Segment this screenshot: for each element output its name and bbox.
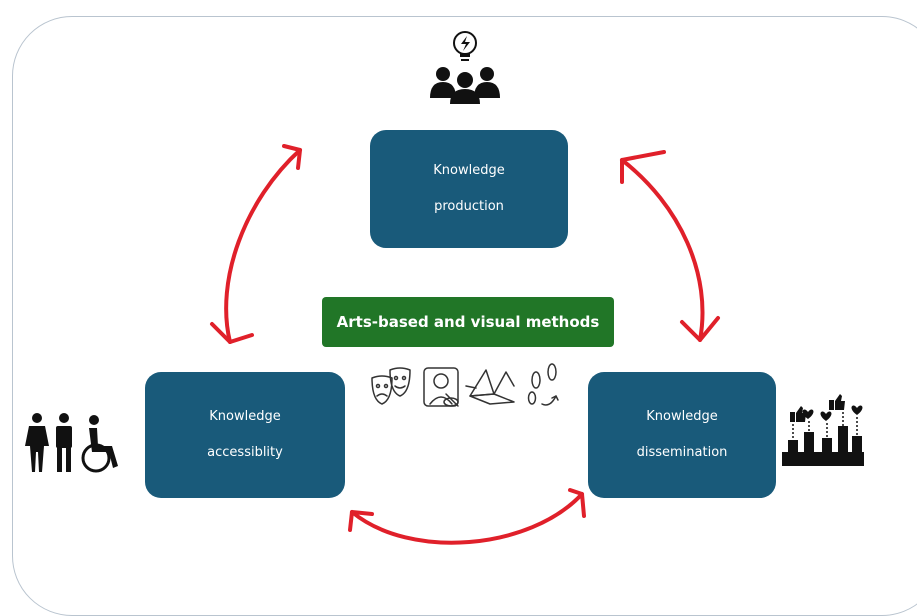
arrow-production-accessibility — [224, 148, 302, 344]
knowledge-accessibility-line1: Knowledge — [209, 409, 281, 424]
people-with-lightbulb-icon — [430, 31, 500, 104]
knowledge-production-box: Knowledge production — [370, 130, 568, 248]
methods-icons — [371, 363, 559, 407]
portrait-drawing-icon — [423, 367, 459, 407]
arrowhead-bottom-right — [680, 316, 720, 342]
knowledge-accessibility-box: Knowledge accessiblity — [145, 372, 345, 498]
knowledge-accessibility-line2: accessiblity — [207, 445, 283, 460]
knowledge-dissemination-line2: dissemination — [636, 445, 728, 460]
people-accessibility-icon — [25, 413, 118, 473]
likes-bar-chart-icon — [782, 394, 864, 466]
theatre-masks-icon — [371, 367, 411, 405]
arrowhead-bottom-left — [210, 322, 254, 344]
footprints-icon — [527, 363, 559, 406]
arts-based-methods-banner: Arts-based and visual methods — [322, 297, 614, 347]
knowledge-production-line1: Knowledge — [433, 163, 505, 178]
arrowhead-bottom-left2 — [348, 510, 374, 532]
arrowhead-top-left — [282, 144, 302, 170]
cycle-arrows — [210, 144, 720, 545]
knowledge-production-line2: production — [434, 199, 504, 214]
knowledge-dissemination-line1: Knowledge — [646, 409, 718, 424]
origami-crane-icon — [465, 369, 515, 405]
arrowhead-bottom-right2 — [568, 488, 586, 518]
arrowhead-top-right — [620, 150, 666, 184]
arrow-accessibility-dissemination — [350, 492, 584, 545]
diagram-canvas: Knowledge production Knowledge accessibl… — [12, 16, 917, 616]
arrow-production-dissemination — [620, 158, 705, 342]
knowledge-dissemination-box: Knowledge dissemination — [588, 372, 776, 498]
arts-based-methods-label: Arts-based and visual methods — [336, 313, 600, 331]
